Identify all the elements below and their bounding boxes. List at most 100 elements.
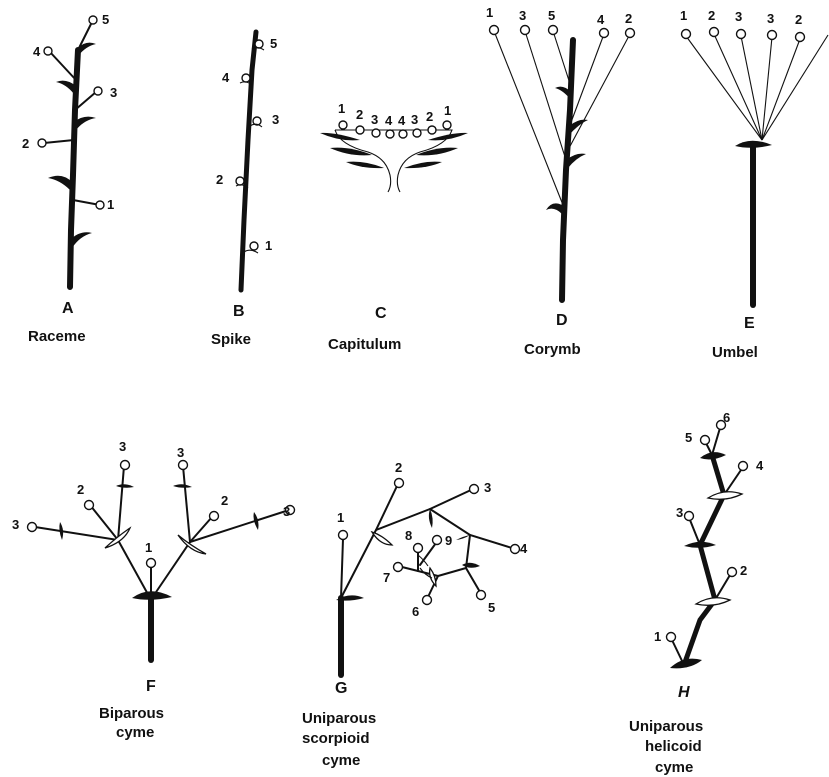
involucre-bract — [320, 133, 360, 140]
flower-number: 2 — [22, 136, 29, 151]
flower-bud — [433, 536, 442, 545]
flower-number: 2 — [77, 482, 84, 497]
flower-bud — [85, 501, 94, 510]
panel-capitulum: 1 2 3 4 4 3 2 1 C Capitulum — [320, 101, 468, 353]
involucre-bract — [404, 162, 442, 169]
flower-number: 3 — [110, 85, 117, 100]
bract — [48, 176, 72, 190]
flower-bud — [768, 31, 777, 40]
bract — [670, 659, 702, 669]
flower-bud — [339, 531, 348, 540]
panel-spike: 1 2 3 4 5 B Spike — [211, 32, 279, 348]
flower-number: 2 — [221, 493, 228, 508]
flower-number: 4 — [385, 113, 393, 128]
flower-bud — [394, 563, 403, 572]
flower-bud — [490, 26, 499, 35]
panel-letter: D — [556, 312, 568, 329]
flower-bud — [121, 461, 130, 470]
panel-letter: F — [146, 678, 156, 695]
flower-number: 3 — [676, 505, 683, 520]
flower-number: 5 — [548, 8, 555, 23]
flower-number: 4 — [756, 458, 764, 473]
flower-number: 2 — [216, 172, 223, 187]
flower-bud — [339, 121, 347, 129]
flower-number: 1 — [680, 8, 687, 23]
flower-number: 5 — [685, 430, 692, 445]
flower-number: 2 — [356, 107, 363, 122]
bract-outline — [708, 492, 742, 500]
panel-letter: G — [335, 680, 347, 697]
panel-caption-line: Uniparous — [629, 718, 703, 735]
flower-number: 1 — [444, 103, 451, 118]
flower-bud — [728, 568, 737, 577]
flower-number: 5 — [102, 12, 109, 27]
panel-caption: Umbel — [712, 344, 758, 361]
bract — [254, 512, 259, 530]
flower-bud — [667, 633, 676, 642]
flower-number: 3 — [519, 8, 526, 23]
flower-bud — [521, 26, 530, 35]
flower-number: 2 — [395, 460, 402, 475]
bract-outline — [696, 598, 730, 606]
flower-bud — [701, 436, 710, 445]
panel-caption-line: helicoid — [645, 738, 702, 755]
flower-bud — [96, 201, 104, 209]
flower-bud — [796, 33, 805, 42]
flower-number: 4 — [520, 541, 528, 556]
flower-bud — [255, 40, 263, 48]
flower-bud — [626, 29, 635, 38]
flower-number: 4 — [222, 70, 230, 85]
flower-number: 6 — [412, 604, 419, 619]
panel-raceme: 1 2 3 4 5 A Raceme — [22, 12, 117, 345]
panel-letter: H — [678, 684, 690, 701]
bract — [684, 542, 716, 548]
flower-number: 1 — [265, 238, 272, 253]
flower-bud — [89, 16, 97, 24]
flower-bud — [395, 479, 404, 488]
flower-number: 1 — [107, 197, 114, 212]
flower-bud — [94, 87, 102, 95]
flower-bud — [386, 130, 394, 138]
panel-scorpioid-cyme: 1 2 3 4 5 6 7 8 9 G Uniparous scorpioid … — [302, 460, 528, 769]
flower-bud — [356, 126, 364, 134]
flower-number: 2 — [426, 109, 433, 124]
bract — [462, 563, 480, 568]
flower-bud — [737, 30, 746, 39]
helicoid-main-axis — [684, 455, 724, 665]
flower-number: 8 — [405, 528, 412, 543]
bract — [173, 484, 192, 488]
flower-number: 1 — [654, 629, 661, 644]
flower-number: 1 — [337, 510, 344, 525]
corymb-main-axis — [562, 40, 573, 300]
flower-number: 4 — [597, 12, 605, 27]
panel-caption: Capitulum — [328, 336, 401, 353]
flower-bud — [600, 29, 609, 38]
flower-bud — [423, 596, 432, 605]
flower-bud — [38, 139, 46, 147]
flower-number: 3 — [272, 112, 279, 127]
flower-bud — [242, 74, 250, 82]
bract — [700, 452, 726, 459]
panel-letter: E — [744, 315, 755, 332]
flower-bud — [372, 129, 380, 137]
flower-number: 4 — [398, 113, 406, 128]
bract — [456, 535, 470, 540]
flower-bud — [250, 242, 258, 250]
flower-number: 5 — [270, 36, 277, 51]
flower-number: 4 — [33, 44, 41, 59]
flower-bud — [477, 591, 486, 600]
flower-bud — [739, 462, 748, 471]
flower-bud — [147, 559, 156, 568]
panel-umbel: 1 2 3 3 2 E Umbel — [680, 8, 828, 361]
panel-caption: Raceme — [28, 328, 86, 345]
involucre-bract — [346, 162, 384, 169]
flower-number: 3 — [283, 504, 290, 519]
panel-caption-line: cyme — [322, 752, 360, 769]
flower-number: 3 — [767, 11, 774, 26]
panel-biparous-cyme: 1 2 2 3 3 3 3 F Biparous cyme — [12, 439, 295, 741]
flower-bud — [179, 461, 188, 470]
panel-caption-line: scorpioid — [302, 730, 370, 747]
flower-number: 2 — [795, 12, 802, 27]
flower-number: 9 — [445, 533, 452, 548]
flower-number: 3 — [735, 9, 742, 24]
